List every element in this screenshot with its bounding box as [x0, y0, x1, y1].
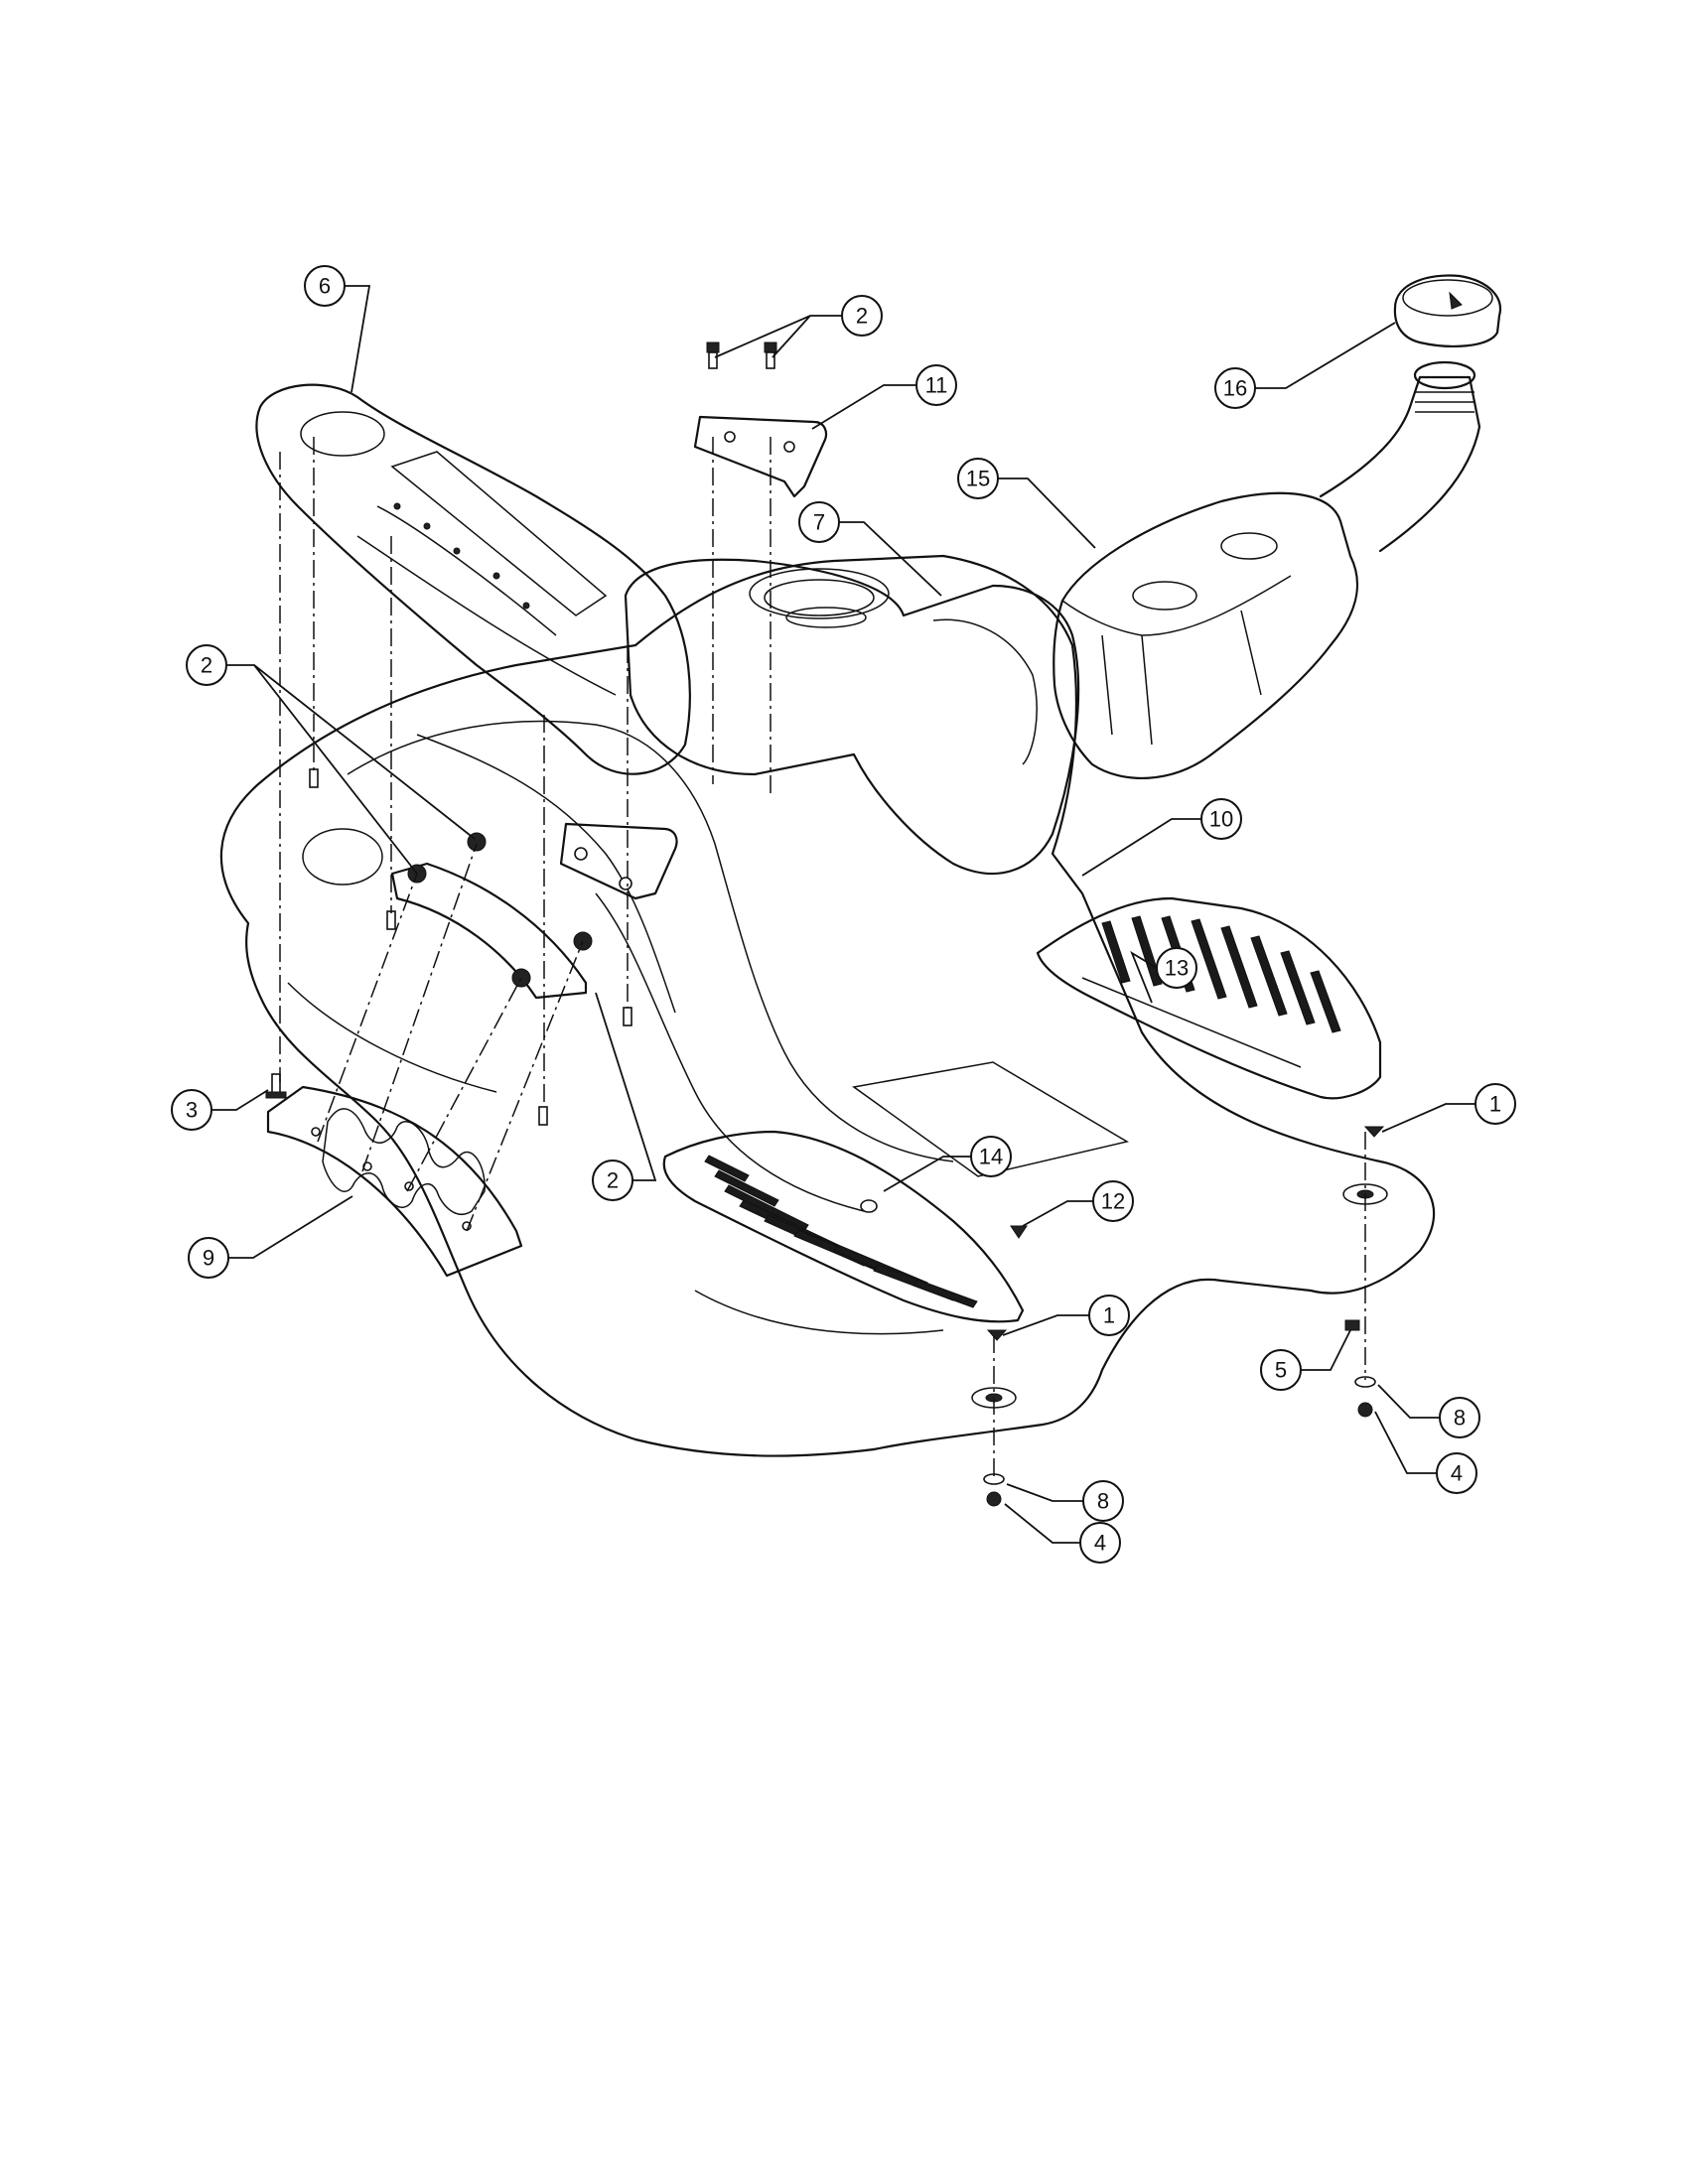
callout-16: 16	[1214, 367, 1256, 409]
callout-label: 7	[813, 510, 825, 535]
callout-3: 3	[171, 1089, 212, 1131]
cover-plate-upper	[390, 862, 588, 1000]
callout-9: 9	[188, 1237, 229, 1279]
callout-label: 2	[856, 304, 868, 329]
callout-label: 8	[1097, 1489, 1109, 1514]
callout-2-left: 2	[186, 644, 227, 686]
callout-1-bottom: 1	[1088, 1295, 1130, 1336]
callout-label: 2	[607, 1168, 619, 1193]
callout-7: 7	[798, 501, 840, 543]
assembly-centerlines	[279, 437, 1366, 1479]
callout-8-bottom: 8	[1082, 1480, 1124, 1522]
callout-label: 1	[1103, 1303, 1115, 1328]
callout-15: 15	[957, 458, 999, 499]
callout-1-right: 1	[1474, 1083, 1516, 1125]
callout-label: 4	[1094, 1531, 1106, 1556]
fender-oval-left	[302, 828, 383, 886]
callout-13: 13	[1156, 947, 1197, 989]
floor-panel	[852, 1061, 1129, 1177]
bracket-11	[693, 415, 828, 498]
body-fender	[219, 554, 1436, 1457]
callout-2-top: 2	[841, 295, 883, 337]
fuel-cap	[1393, 274, 1502, 347]
callout-4-bottom: 4	[1079, 1522, 1121, 1564]
callout-label: 9	[203, 1246, 214, 1271]
callout-6: 6	[304, 265, 346, 307]
callout-label: 10	[1209, 807, 1233, 832]
callout-5: 5	[1260, 1349, 1302, 1391]
fuel-tank	[1052, 360, 1481, 779]
callout-label: 12	[1101, 1189, 1125, 1214]
callout-label: 8	[1454, 1406, 1466, 1431]
callout-2-bottom: 2	[592, 1160, 633, 1201]
callout-label: 3	[186, 1098, 198, 1123]
callout-label: 13	[1165, 956, 1189, 981]
center-console	[624, 558, 1080, 876]
callout-label: 2	[201, 653, 212, 678]
bracket-mounted	[559, 822, 678, 900]
callout-label: 14	[979, 1145, 1003, 1169]
callout-label: 1	[1489, 1092, 1501, 1117]
callout-12: 12	[1092, 1180, 1134, 1222]
cover-plate-9	[266, 1085, 523, 1278]
callout-8-right: 8	[1439, 1397, 1480, 1438]
dash-pod	[255, 383, 691, 775]
callout-bubbles: 6 2 11 16 15 7 2 10 13 1 3 14 2 12 9 1 5…	[171, 265, 1516, 1564]
callout-label: 4	[1451, 1461, 1463, 1486]
footrest-right	[1036, 896, 1382, 1100]
footrest-left	[662, 1130, 1025, 1323]
callout-label: 16	[1223, 376, 1247, 401]
callout-4-right: 4	[1436, 1452, 1477, 1494]
callout-label: 11	[925, 373, 948, 398]
callout-14: 14	[970, 1136, 1012, 1177]
callout-label: 15	[966, 467, 990, 491]
callout-label: 6	[319, 274, 331, 299]
leader-lines	[211, 285, 1475, 1544]
callout-label: 5	[1275, 1358, 1287, 1383]
callout-10: 10	[1200, 798, 1242, 840]
callout-11: 11	[915, 364, 957, 406]
